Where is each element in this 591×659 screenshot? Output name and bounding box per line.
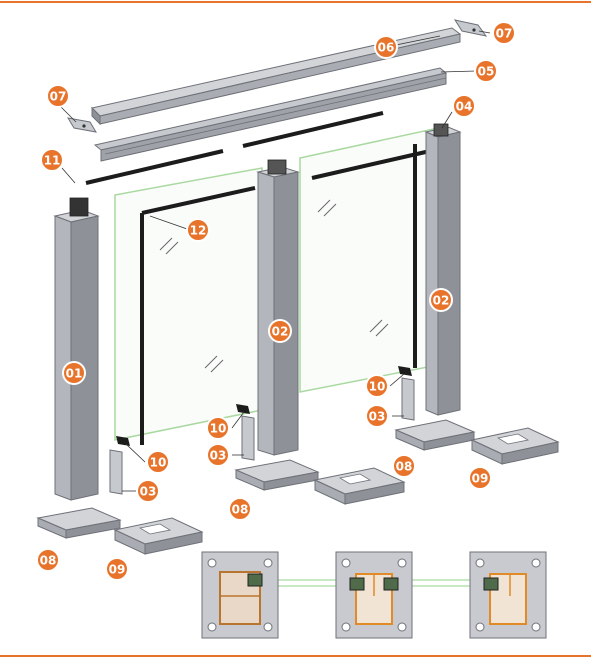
- callout-10b-label: 10: [210, 422, 227, 436]
- callout-12-label: 12: [190, 224, 207, 238]
- callout-09b-label: 09: [472, 472, 489, 486]
- callout-09a-label: 09: [109, 563, 126, 577]
- clamp-parts: [109, 366, 415, 495]
- callout-08b-label: 08: [232, 503, 249, 517]
- callout-07a: 07: [46, 84, 70, 108]
- callout-02a: 02: [268, 319, 292, 343]
- floor-cover-09c: [470, 427, 560, 465]
- callout-10b: 10: [206, 416, 230, 440]
- callout-05-label: 05: [478, 65, 495, 79]
- post-01: [53, 197, 100, 501]
- callout-03b-label: 03: [210, 449, 227, 463]
- callout-03c-label: 03: [369, 410, 386, 424]
- end-cap-right: [453, 19, 488, 37]
- end-post-detail: [469, 551, 547, 639]
- base-plate-08a: [36, 507, 122, 539]
- callout-02b: 02: [429, 288, 453, 312]
- callout-07b-label: 07: [496, 27, 513, 41]
- callout-08c-label: 08: [396, 460, 413, 474]
- callout-03a: 03: [136, 479, 160, 503]
- callout-08a-label: 08: [40, 554, 57, 568]
- base-plate-08b: [234, 459, 320, 491]
- floor-cover-09a: [113, 517, 204, 555]
- callout-08a: 08: [36, 548, 60, 572]
- top-rail-profile: [93, 67, 448, 162]
- callout-10c-label: 10: [369, 380, 386, 394]
- callout-07a-label: 07: [50, 90, 67, 104]
- post-02-middle: [256, 159, 300, 456]
- corner-post-detail: [201, 551, 279, 639]
- callout-11-label: 11: [44, 154, 61, 168]
- callout-03b: 03: [206, 443, 230, 467]
- callout-12: 12: [186, 218, 210, 242]
- middle-post-detail: [335, 551, 413, 639]
- callout-10c: 10: [365, 374, 389, 398]
- callout-02a-label: 02: [272, 325, 289, 339]
- callout-02b-label: 02: [433, 294, 450, 308]
- top-cover-profile: [91, 27, 462, 126]
- callout-06: 06: [374, 35, 398, 59]
- callout-04: 04: [452, 94, 476, 118]
- glass-panel-right: [299, 127, 439, 393]
- callout-03a-label: 03: [140, 485, 157, 499]
- callout-03c: 03: [365, 404, 389, 428]
- callout-11: 11: [40, 148, 64, 172]
- callout-05: 05: [474, 59, 498, 83]
- callout-09b: 09: [468, 466, 492, 490]
- callout-07b: 07: [492, 21, 516, 45]
- base-plate-08c: [394, 419, 476, 451]
- callout-08c: 08: [392, 454, 416, 478]
- callout-04-label: 04: [456, 100, 473, 114]
- callout-06-label: 06: [378, 41, 395, 55]
- callout-10a-label: 10: [150, 456, 167, 470]
- callout-01-label: 01: [66, 367, 83, 381]
- callout-08b: 08: [228, 497, 252, 521]
- floor-cover-09b: [313, 467, 406, 505]
- leader-lines: [57, 30, 491, 492]
- callout-10a: 10: [146, 450, 170, 474]
- post-02-end: [424, 123, 462, 416]
- callout-09a: 09: [105, 557, 129, 581]
- detail-views: [201, 551, 547, 639]
- glass-panel-left: [114, 167, 263, 441]
- end-cap-left: [67, 117, 97, 133]
- callout-01: 01: [62, 361, 86, 385]
